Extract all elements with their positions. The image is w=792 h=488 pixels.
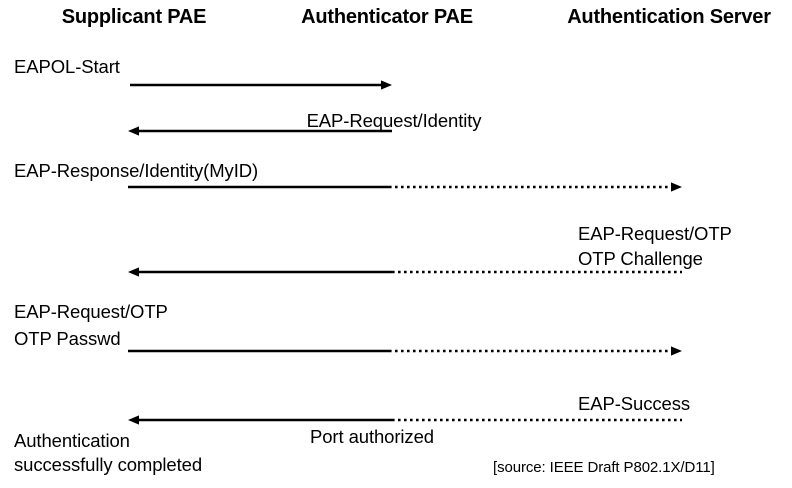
arrowhead-right [671, 182, 682, 192]
arrow-eapol-start [130, 80, 392, 90]
arrowhead-left [128, 415, 139, 425]
message-label-otp-challenge: OTP Challenge [578, 248, 703, 269]
message-label-eap-request-otp-passwd: EAP-Request/OTP [14, 301, 168, 322]
column-header-authenticator-pae: Authenticator PAE [301, 6, 473, 28]
note-authentication-complete-line1: Authentication [14, 430, 130, 451]
arrowhead-left [128, 126, 139, 136]
column-header-authentication-server: Authentication Server [567, 6, 771, 28]
message-label-otp-passwd: OTP Passwd [14, 328, 121, 349]
column-header-supplicant-pae: Supplicant PAE [61, 6, 207, 28]
arrowhead-right [381, 80, 392, 90]
arrowhead-left [128, 267, 139, 277]
message-label-eap-response-identity: EAP-Response/Identity(MyID) [14, 160, 259, 181]
arrowhead-right [671, 346, 682, 356]
source-citation: [source: IEEE Draft P802.1X/D11] [493, 459, 715, 476]
arrow-eap-request-otp-passwd [128, 346, 682, 356]
note-authentication-complete-line2: successfully completed [14, 454, 203, 475]
message-label-eap-success: EAP-Success [578, 393, 690, 414]
note-port-authorized: Port authorized [310, 426, 434, 447]
arrow-eap-success [128, 415, 682, 425]
message-label-eapol-start: EAPOL-Start [14, 56, 120, 77]
arrow-eap-response-identity [128, 182, 682, 192]
message-label-eap-request-otp: EAP-Request/OTP [578, 223, 732, 244]
message-label-eap-request-identity: EAP-Request/Identity [306, 110, 482, 131]
